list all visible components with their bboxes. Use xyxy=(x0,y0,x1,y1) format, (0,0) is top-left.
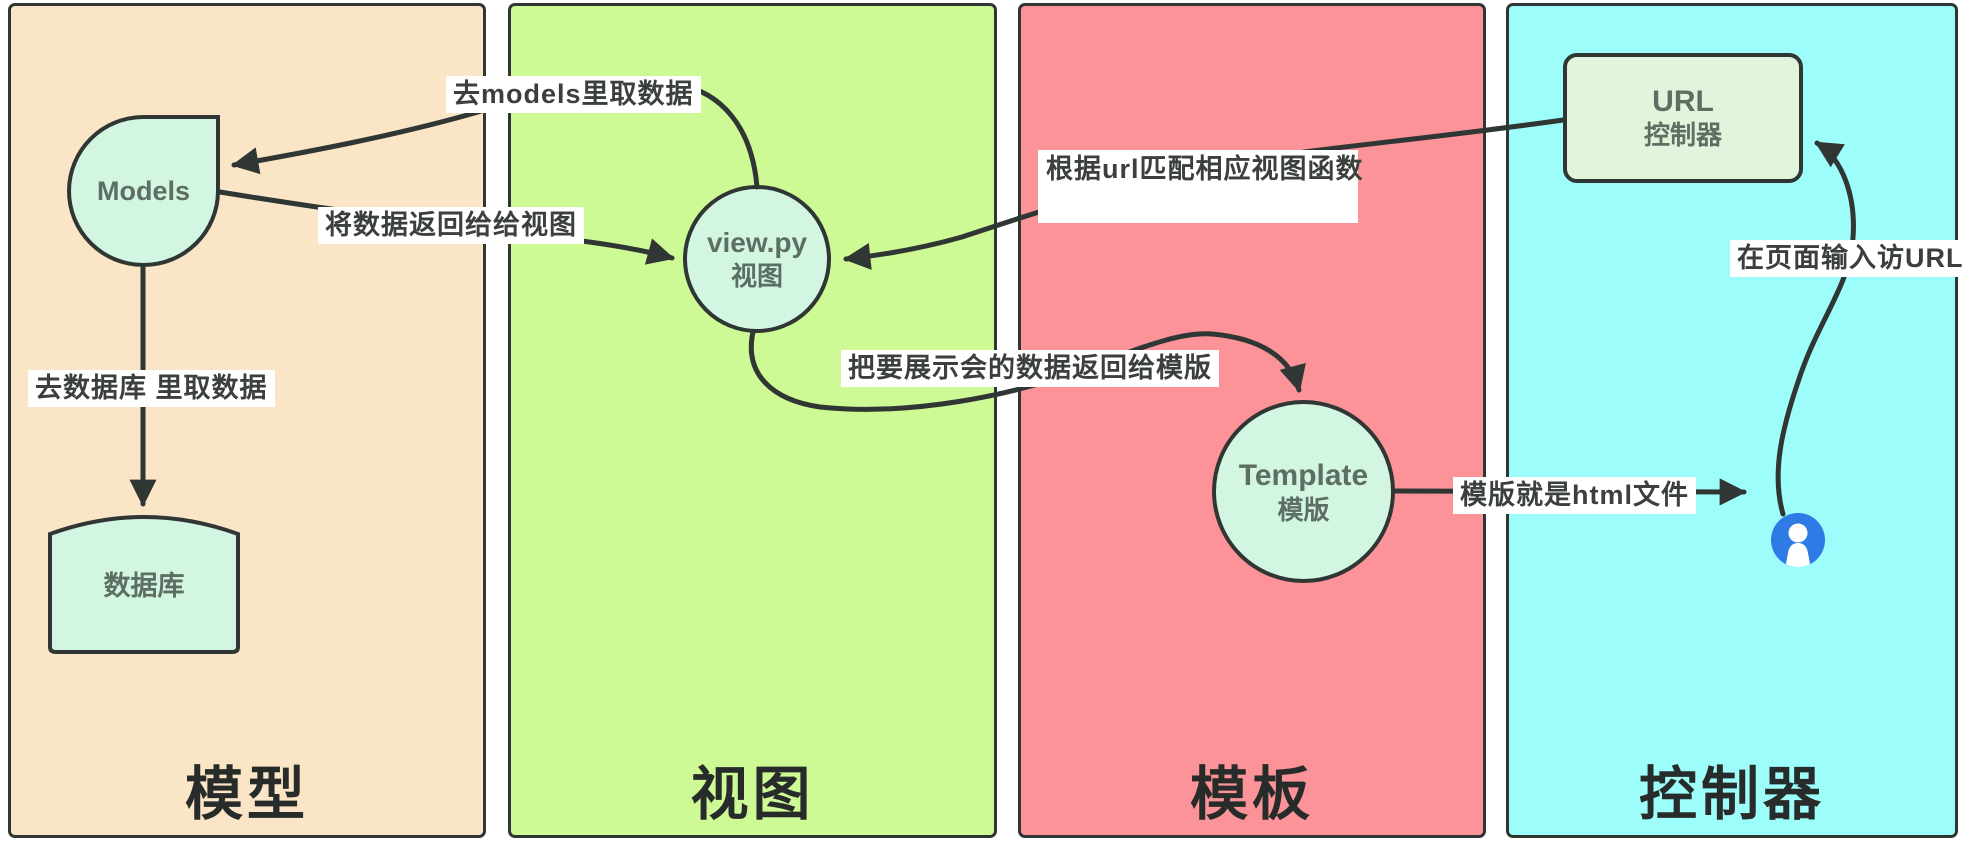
url-controller-title: URL xyxy=(1652,85,1714,119)
column-model-title: 模型 xyxy=(184,762,309,827)
database-shape xyxy=(48,515,240,654)
models-node: Models xyxy=(67,115,220,267)
annotation-template-is-html: 模版就是html文件 xyxy=(1453,477,1696,515)
template-node-subtitle: 模版 xyxy=(1277,495,1330,525)
viewpy-node-title: view.py xyxy=(706,227,808,259)
annotation-return-to-view: 将数据返回给给视图 xyxy=(318,207,584,245)
user-icon xyxy=(1771,513,1825,567)
column-view: 视图 xyxy=(508,3,997,838)
models-node-label: Models xyxy=(96,175,190,206)
template-node-title: Template xyxy=(1238,458,1369,492)
arrow-user-to-urlbox xyxy=(1775,140,1856,517)
viewpy-node-subtitle: 视图 xyxy=(730,261,783,292)
url-controller-subtitle: 控制器 xyxy=(1643,120,1722,151)
annotation-to-database: 去数据库 里取数据 xyxy=(28,370,275,408)
database-node: 数据库 xyxy=(48,512,240,654)
database-node-label: 数据库 xyxy=(103,571,185,601)
viewpy-node: view.py 视图 xyxy=(683,185,831,333)
column-template-title: 模板 xyxy=(1189,762,1314,827)
column-controller-title: 控制器 xyxy=(1638,762,1825,827)
annotation-return-to-template: 把要展示会的数据返回给模版 xyxy=(841,350,1219,388)
annotation-match-url: 根据url匹配相应视图函数 xyxy=(1038,150,1363,223)
column-view-title: 视图 xyxy=(690,762,815,827)
url-controller-node: URL 控制器 xyxy=(1563,53,1803,183)
annotation-enter-url: 在页面输入访URL xyxy=(1730,240,1964,278)
annotation-to-models: 去models里取数据 xyxy=(446,76,701,114)
